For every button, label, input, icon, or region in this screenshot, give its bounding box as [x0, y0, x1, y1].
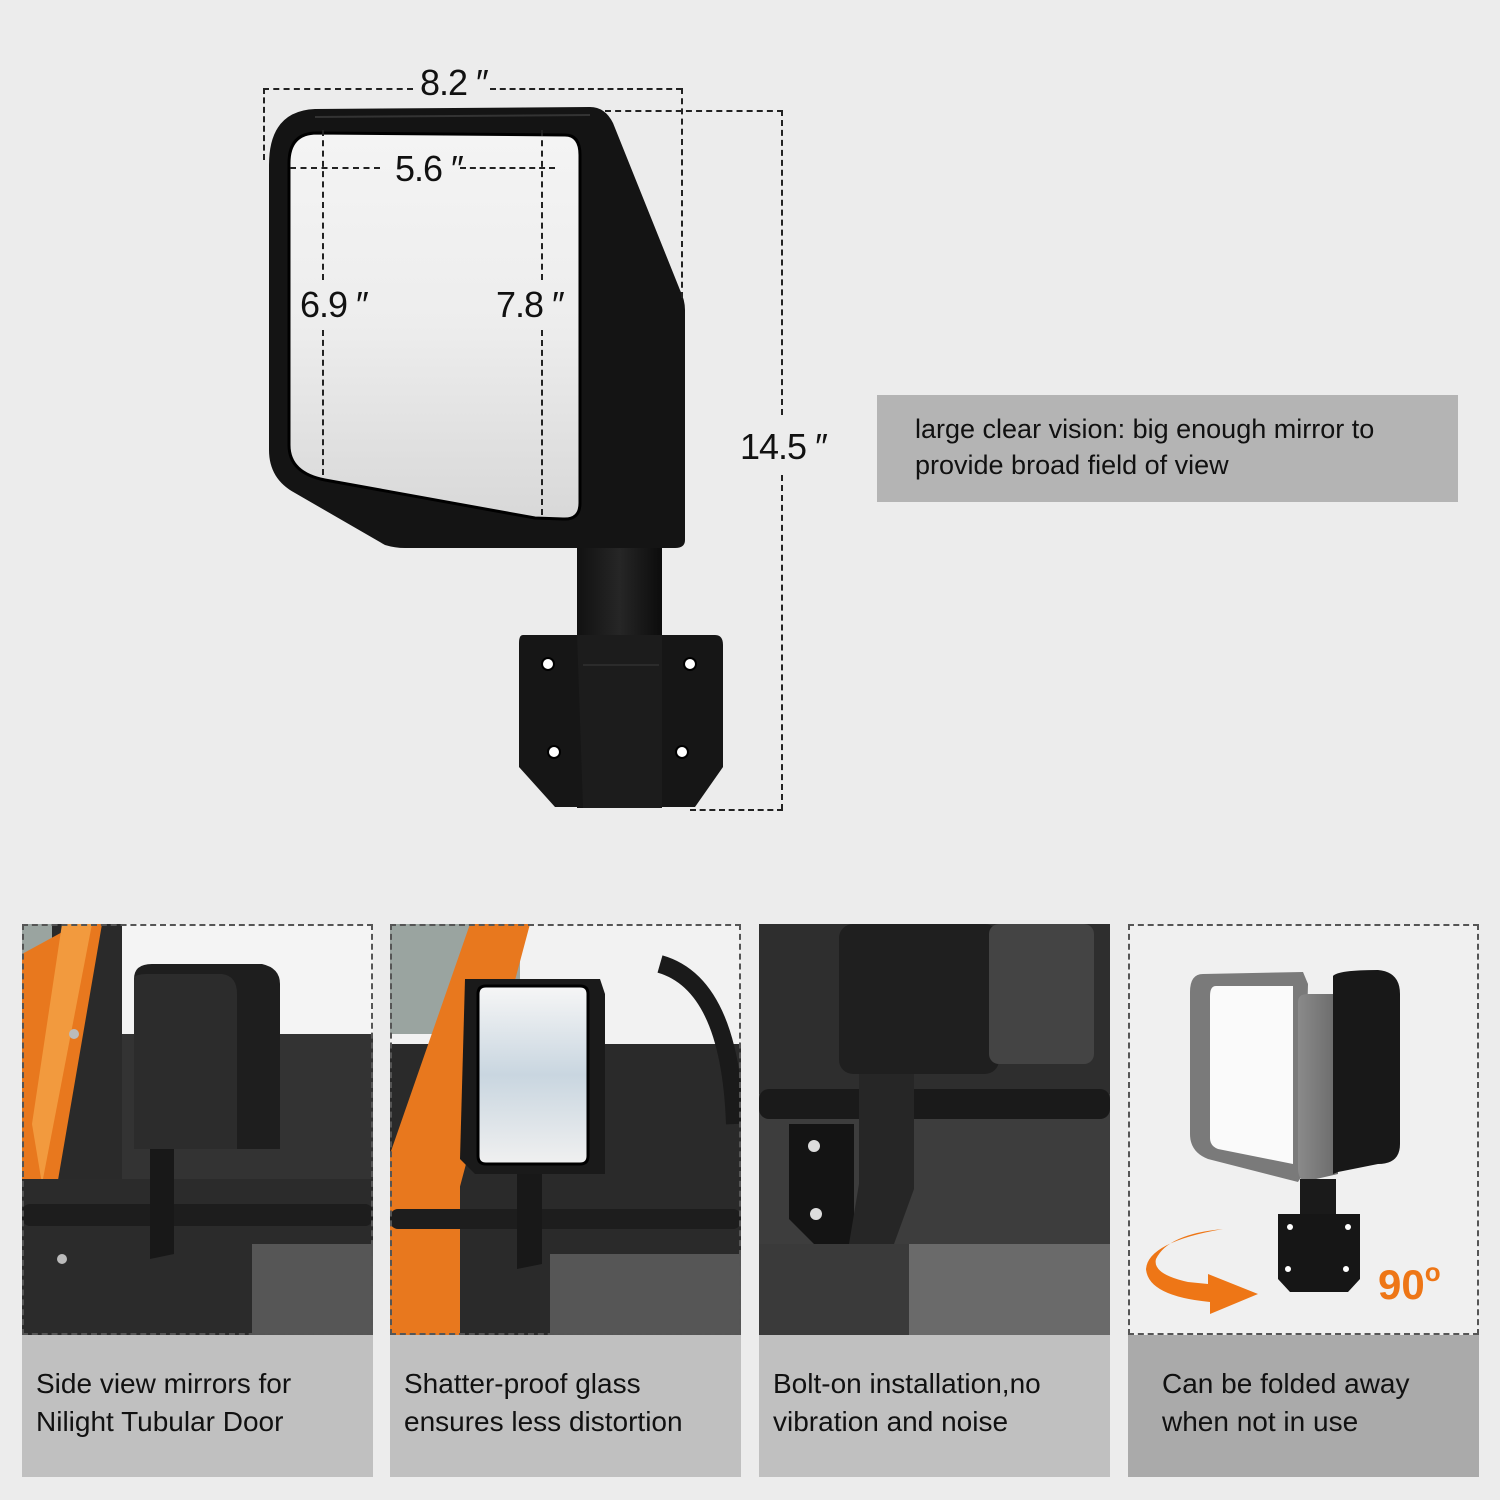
feature-image-fold: 90o: [1128, 924, 1479, 1335]
glass-height-left-line-top: [322, 130, 324, 280]
feature-caption-1: Side view mirrors for Nilight Tubular Do…: [22, 1335, 373, 1477]
overall-width-label: 8.2 ″: [420, 62, 489, 103]
overall-height-line-lower: [781, 475, 783, 810]
overall-height-line-bottom: [690, 809, 783, 811]
rotation-degree-label: 90o: [1378, 1257, 1441, 1308]
feature-image-glass: [390, 924, 741, 1335]
glass-height-right-line-bottom: [541, 330, 543, 515]
feature-image-bolt-on: [759, 924, 1110, 1335]
mount-bracket-closeup-photo: [759, 924, 1110, 1335]
overall-width-tick-left: [263, 88, 265, 160]
rotate-arrow-icon: [1146, 1229, 1258, 1314]
mirror-back-on-door-photo: [22, 924, 373, 1335]
feature-caption-3: Bolt-on installation,no vibration and no…: [759, 1335, 1110, 1477]
glass-width-label: 5.6 ″: [395, 148, 464, 189]
glass-height-left-label: 6.9 ″: [300, 284, 369, 325]
glass-height-left-line-bottom: [322, 330, 324, 475]
overall-height-label: 14.5 ″: [740, 426, 828, 467]
glass-width-line-left: [290, 167, 380, 169]
mirror-illustration: [269, 107, 723, 808]
overall-width-line-right: [490, 88, 682, 90]
overall-height-line-upper: [781, 110, 783, 415]
feature-caption-2: Shatter-proof glass ensures less distort…: [390, 1335, 741, 1477]
feature-image-door-back: [22, 924, 373, 1335]
overall-width-tick-right: [681, 88, 683, 298]
glass-width-line-right: [460, 167, 555, 169]
glass-height-right-label: 7.8 ″: [496, 284, 565, 325]
overall-width-line-left: [263, 88, 413, 90]
overall-height-line-top: [605, 110, 783, 112]
folding-mirror-photo: [1146, 970, 1400, 1314]
glass-height-right-line-top: [541, 130, 543, 280]
mirror-glass-on-door-photo: [390, 924, 741, 1335]
feature-caption-4: Can be folded away when not in use: [1128, 1335, 1479, 1477]
feature-callout: large clear vision: big enough mirror to…: [877, 395, 1458, 502]
